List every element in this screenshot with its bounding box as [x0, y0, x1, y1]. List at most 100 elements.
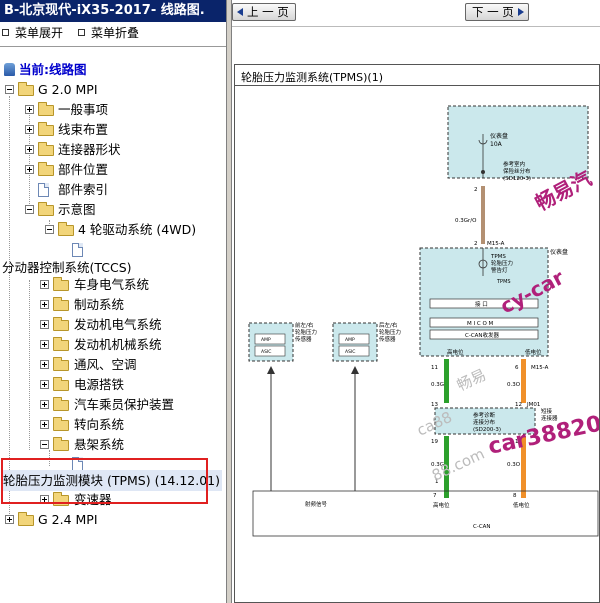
pin-7: 7	[433, 493, 437, 499]
expand-icon[interactable]	[40, 320, 49, 329]
rear-asic-label: ASIC	[345, 349, 355, 355]
folder-icon	[53, 417, 69, 431]
folder-icon	[53, 337, 69, 351]
rear-sensor-label-3: 传感器	[379, 335, 396, 343]
expand-icon[interactable]	[25, 145, 34, 154]
folder-icon	[38, 122, 54, 136]
content-pane: 上 一 页 下 一 页 轮胎压力监测系统(TPMS)(1) 仪表盘 10A 参考…	[232, 0, 600, 603]
short-conn-1: 短接	[541, 407, 553, 415]
fuse-ref-1: 参考室内	[503, 160, 525, 168]
orange-wire-upper	[521, 359, 526, 403]
fuse-rating: 10A	[490, 141, 503, 148]
collapse-icon	[78, 29, 85, 36]
orange-wire-lower	[521, 436, 526, 498]
expand-menu-button[interactable]: 菜单展开	[2, 23, 63, 43]
tree-line	[9, 96, 10, 520]
pin-6: 6	[515, 365, 519, 371]
prev-page-button[interactable]: 上 一 页	[232, 3, 296, 21]
expand-icon[interactable]	[40, 380, 49, 389]
pane-splitter[interactable]	[226, 0, 232, 603]
wire-label-brown: 0.3Gr/O	[455, 218, 477, 224]
front-amp-block	[254, 333, 286, 345]
jm01-label: JM01	[526, 402, 540, 408]
tree-item-tpms-selected[interactable]: 轮胎压力监测模块 (TPMS) (14.12.01)	[2, 470, 223, 491]
current-location: 当前:线路图	[4, 60, 87, 80]
short-conn-2: 连接器	[541, 414, 558, 422]
bottom-high-label: 高电位	[433, 501, 450, 509]
folder-icon	[38, 162, 54, 176]
folder-icon	[38, 142, 54, 156]
expand-icon[interactable]	[5, 515, 14, 524]
collapse-icon[interactable]	[45, 225, 54, 234]
expand-icon[interactable]	[40, 400, 49, 409]
pin-top: 2	[474, 187, 478, 193]
fuse-symbol	[478, 134, 488, 150]
folder-icon	[18, 512, 34, 526]
expand-icon[interactable]	[25, 105, 34, 114]
tpms-label-3: 警告灯	[491, 266, 508, 274]
folder-icon	[53, 297, 69, 311]
micom-label: M I C O M	[467, 321, 494, 327]
diag-ref-2: 连接分布	[473, 418, 496, 426]
document-icon	[38, 183, 49, 197]
expand-icon[interactable]	[40, 280, 49, 289]
diagnostic-connector-box	[434, 407, 536, 435]
tree-line	[29, 110, 30, 214]
wire-label-green: 0.3G	[431, 382, 444, 388]
collapse-menu-button[interactable]: 菜单折叠	[78, 23, 139, 43]
collapse-icon[interactable]	[5, 85, 14, 94]
front-sensor-label-3: 传感器	[295, 335, 312, 343]
interface-block	[429, 298, 539, 309]
rear-sensor-label-1: 后左/右	[379, 321, 398, 329]
folder-icon	[58, 222, 74, 236]
pin-12: 12	[515, 402, 522, 408]
pin-m15-top: 2	[474, 241, 478, 247]
diagram-svg: 仪表盘 10A 参考室内 保险丝分布 (SD120-3) 2 0.3Gr/O 2…	[248, 105, 599, 537]
fuse-ref-3: (SD120-3)	[503, 176, 531, 182]
pin-14: 14	[515, 439, 522, 445]
tpms-label-4: TPMS	[496, 279, 511, 285]
wire-label-green-lower: 0.3G	[431, 462, 444, 468]
fuse-panel-box	[447, 105, 589, 179]
can-transceiver-block	[429, 329, 539, 340]
next-page-button[interactable]: 下 一 页	[465, 3, 529, 21]
expand-icon[interactable]	[40, 340, 49, 349]
expand-icon[interactable]	[40, 360, 49, 369]
folder-icon	[38, 102, 54, 116]
can-transceiver-label: C-CAN收发器	[465, 331, 500, 339]
expand-icon[interactable]	[40, 300, 49, 309]
fuse-ref-2: 保险丝分布	[503, 167, 531, 175]
navigation-pane: B-北京现代-iX35-2017- 线路图. 菜单展开 菜单折叠 当前:线路图 …	[0, 0, 226, 603]
expand-icon[interactable]	[25, 165, 34, 174]
rear-amp-label: AMP	[345, 337, 355, 343]
collapse-icon[interactable]	[25, 205, 34, 214]
watermark-6: 88.com	[429, 445, 487, 485]
pin-1: 1	[435, 479, 439, 485]
wiring-diagram: 轮胎压力监测系统(TPMS)(1) 仪表盘 10A 参考室内 保险丝分布 (SD…	[234, 64, 600, 603]
diag-ref-3: (SD200-3)	[473, 427, 501, 433]
toolbar-divider	[232, 26, 600, 27]
rear-sensor-label-2: 轮胎压力	[379, 328, 401, 336]
front-amp-label: AMP	[261, 337, 271, 343]
front-sensor-label-1: 前左/右	[295, 321, 314, 329]
pin-13: 13	[431, 402, 438, 408]
rear-asic-block	[338, 345, 370, 357]
expand-icon[interactable]	[25, 125, 34, 134]
pin-19: 19	[431, 439, 438, 445]
arrow-up-icon	[351, 366, 359, 374]
pin-8: 8	[513, 493, 517, 499]
rf-signal-label: 射频信号	[305, 500, 328, 508]
connector-m15b-label: M15-A	[531, 365, 549, 371]
expand-icon[interactable]	[40, 420, 49, 429]
green-wire-lower	[444, 436, 449, 498]
pin-11: 11	[431, 365, 438, 371]
front-sensor-label-2: 轮胎压力	[295, 328, 317, 336]
front-asic-block	[254, 345, 286, 357]
watermark-5: ca88	[414, 408, 455, 440]
low-level-label: 低电位	[525, 348, 542, 356]
folder-icon	[53, 277, 69, 291]
menu-bar: 菜单展开 菜单折叠	[0, 23, 226, 45]
collapse-icon[interactable]	[40, 440, 49, 449]
folder-icon	[53, 437, 69, 451]
diagram-title: 轮胎压力监测系统(TPMS)(1)	[241, 71, 383, 84]
